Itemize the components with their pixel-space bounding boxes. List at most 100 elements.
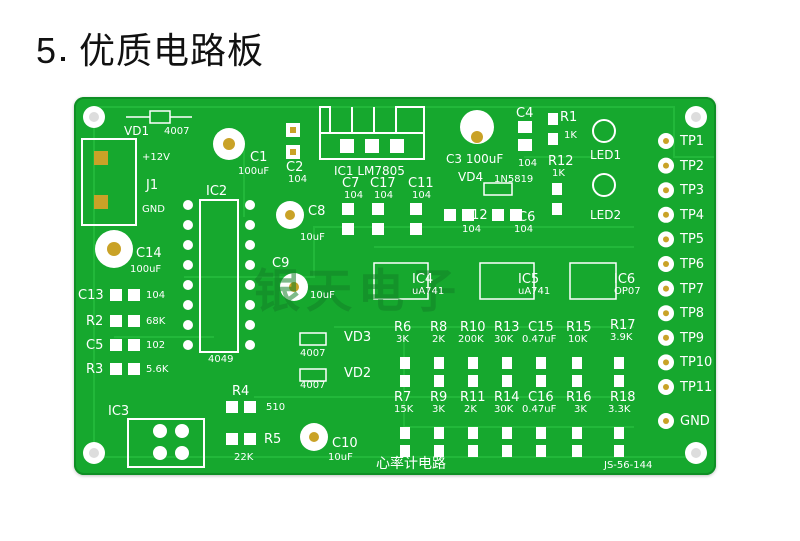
test-point-drill bbox=[663, 384, 669, 390]
label-c12: C12 bbox=[462, 208, 488, 223]
label-c15: C15 bbox=[528, 320, 554, 335]
label-ic4: IC4 bbox=[412, 272, 434, 287]
label-vd3: VD3 bbox=[344, 330, 372, 345]
test-point-drill bbox=[663, 418, 669, 424]
label-c6: C6 bbox=[518, 210, 536, 225]
resistor-pad-array bbox=[400, 357, 624, 457]
label-c11: C11 bbox=[408, 176, 434, 191]
ic2-pin-pad bbox=[183, 300, 193, 310]
ic2-pin-pad bbox=[245, 340, 255, 350]
label-r1-value: 1K bbox=[564, 130, 577, 141]
label-vd2-value: 4007 bbox=[300, 380, 326, 391]
watermark-text: 银天电子 bbox=[254, 264, 462, 318]
test-point-label: TP10 bbox=[680, 355, 713, 371]
ic2-pin-pad bbox=[183, 340, 193, 350]
label-r11-value: 2K bbox=[464, 404, 477, 415]
label-ic5: IC5 bbox=[518, 272, 540, 287]
label-r12-value: 1K bbox=[552, 168, 565, 179]
ic2-pin-pad bbox=[245, 260, 255, 270]
label-r16: R16 bbox=[566, 390, 592, 405]
label-led2: LED2 bbox=[590, 208, 622, 222]
ic2-pin-pad bbox=[183, 240, 193, 250]
label-c9: C9 bbox=[272, 256, 290, 271]
label-r10: R10 bbox=[460, 320, 486, 335]
label-r15-value: 10K bbox=[568, 334, 588, 345]
test-point-drill bbox=[663, 211, 669, 218]
label-c13-value: 104 bbox=[146, 290, 166, 301]
label-vd3-value: 4007 bbox=[300, 348, 326, 359]
label-r4: R4 bbox=[232, 384, 250, 399]
test-point-drill bbox=[663, 187, 669, 194]
test-point-drill bbox=[663, 162, 669, 169]
label-c9-value: 10uF bbox=[310, 290, 335, 301]
ic2-pin-pad bbox=[183, 320, 193, 330]
test-point-label: TP6 bbox=[680, 257, 705, 272]
label-c8: C8 bbox=[308, 204, 326, 219]
heading-title: 优质电路板 bbox=[79, 31, 265, 72]
ic2-pin-pad bbox=[245, 220, 255, 230]
ic2-pin-pad bbox=[183, 280, 193, 290]
label-r16-value: 3K bbox=[574, 404, 587, 415]
label-c17: C17 bbox=[370, 176, 396, 191]
label-r8-value: 2K bbox=[432, 334, 445, 345]
label-c15-value: 0.47uF bbox=[522, 334, 557, 345]
label-r6-value: 3K bbox=[396, 334, 409, 345]
ic2-pin-pad bbox=[245, 240, 255, 250]
label-r5: R5 bbox=[264, 432, 282, 447]
label-r3: R3 bbox=[86, 362, 104, 377]
board-title: 心率计电路 bbox=[376, 456, 446, 472]
label-r9-value: 3K bbox=[432, 404, 445, 415]
label-vd1: VD1 bbox=[124, 124, 150, 138]
label-r14: R14 bbox=[494, 390, 520, 405]
label-c10: C10 bbox=[332, 436, 358, 451]
label-c7-value: 104 bbox=[344, 190, 364, 201]
ic2-pin-pad bbox=[245, 300, 255, 310]
label-c3: C3 100uF bbox=[446, 152, 504, 166]
test-point-label: TP3 bbox=[680, 183, 705, 199]
label-r9: R9 bbox=[430, 390, 448, 405]
heading-dot bbox=[61, 57, 66, 61]
test-point-label: TP11 bbox=[680, 380, 713, 395]
test-point-drill bbox=[663, 359, 669, 366]
label-r2-value: 68K bbox=[146, 316, 166, 327]
label-c2-value: 104 bbox=[288, 174, 308, 185]
board-code: JS-56-144 bbox=[604, 460, 653, 471]
label-r18: R18 bbox=[610, 390, 636, 405]
label-c7: C7 bbox=[342, 176, 360, 191]
label-r1: R1 bbox=[560, 110, 578, 125]
label-vd4-value: 1N5819 bbox=[494, 174, 534, 185]
label-r12: R12 bbox=[548, 154, 574, 169]
label-ic6-value: OP07 bbox=[614, 286, 641, 297]
label-ic5-value: uA741 bbox=[518, 286, 551, 297]
label-vd4: VD4 bbox=[458, 170, 484, 184]
mounting-holes bbox=[83, 106, 707, 464]
label-ic1: IC1 LM7805 bbox=[334, 164, 405, 178]
label-c14: C14 bbox=[136, 246, 162, 261]
label-ic3: IC3 bbox=[108, 404, 130, 419]
label-r4-value: 510 bbox=[266, 402, 286, 413]
label-c12-value: 104 bbox=[462, 224, 482, 235]
ic2-pin-pad bbox=[183, 260, 193, 270]
label-vd1-value: 4007 bbox=[164, 126, 190, 137]
ic2-pin-pad bbox=[245, 280, 255, 290]
label-c4: C4 bbox=[516, 106, 534, 121]
test-point-label: TP9 bbox=[680, 330, 705, 346]
test-point-drill bbox=[663, 236, 669, 243]
label-gnd-j1: GND bbox=[142, 204, 165, 215]
label-vd2: VD2 bbox=[344, 366, 372, 381]
test-point-label: TP7 bbox=[680, 281, 705, 297]
label-r17: R17 bbox=[610, 318, 636, 333]
pcb-artwork bbox=[81, 106, 714, 468]
label-c4-value: 104 bbox=[518, 158, 538, 169]
test-point-drill bbox=[663, 285, 669, 292]
label-c6-value: 104 bbox=[514, 224, 534, 235]
label-r13-value: 30K bbox=[494, 334, 514, 345]
label-r13: R13 bbox=[494, 320, 520, 335]
test-point-drill bbox=[663, 138, 669, 144]
label-r18-value: 3.3K bbox=[608, 404, 631, 415]
label-r17-value: 3.9K bbox=[610, 332, 633, 343]
label-c16-value: 0.47uF bbox=[522, 404, 557, 415]
ic2-pin-pad bbox=[245, 200, 255, 210]
label-led1: LED1 bbox=[590, 148, 622, 162]
